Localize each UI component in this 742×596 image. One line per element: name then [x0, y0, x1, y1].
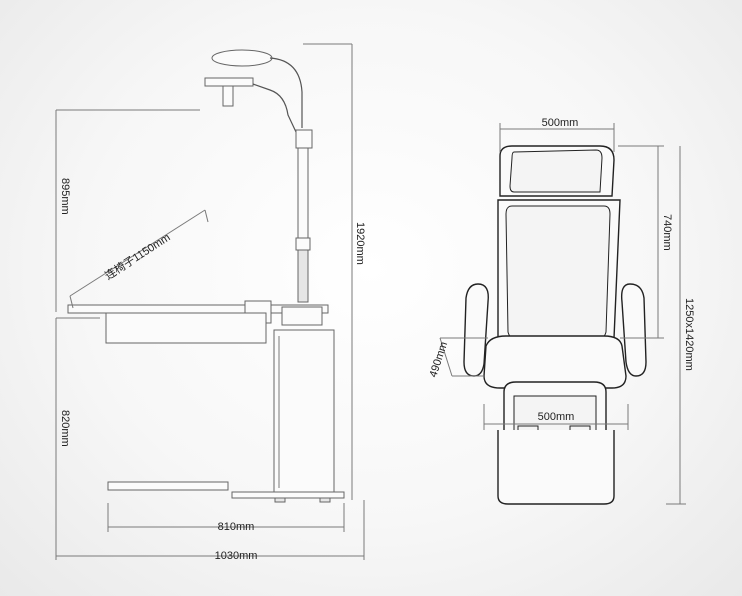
- column-joint: [295, 237, 311, 251]
- dim-left-height-upper: 895mm: [59, 178, 71, 215]
- chair-base: [497, 430, 615, 505]
- workstation-drawing: 895mm 820mm 连椅子1150mm 1920mm 810mm 1030m…: [55, 43, 366, 562]
- seat: [483, 335, 627, 389]
- right-armrest: [620, 283, 647, 377]
- workstation-dimension-lines: [55, 43, 365, 560]
- dim-base-width: 810mm: [218, 521, 255, 533]
- column-upper: [297, 147, 309, 239]
- left-armrest: [463, 283, 489, 377]
- base-plate: [231, 491, 345, 499]
- dim-total-width: 1030mm: [215, 550, 258, 562]
- dim-backrest-height: 740mm: [661, 214, 673, 251]
- base-foot-right: [319, 497, 331, 503]
- dim-left-height-lower: 820mm: [59, 410, 71, 447]
- dim-seat-width: 500mm: [538, 411, 575, 423]
- headrest-cushion: [509, 149, 603, 193]
- shelf-arm: [252, 83, 297, 133]
- instrument-shelf: [204, 77, 254, 87]
- column-head: [295, 129, 313, 149]
- dim-chair-width-top: 500mm: [542, 117, 579, 129]
- base-foot-left: [274, 497, 286, 503]
- backrest-cushion: [505, 205, 611, 341]
- shelf-bracket: [222, 85, 234, 107]
- chair-dimension-lines: [439, 123, 686, 505]
- column-lower: [297, 249, 309, 303]
- dim-total-height: 1920mm: [354, 222, 366, 265]
- dim-chair-link: 连椅子1150mm: [102, 230, 173, 283]
- table-drawer: [105, 312, 267, 344]
- chair-drawing: 500mm 740mm 1250x1420mm 490mm 500mm: [427, 117, 695, 505]
- table-lift: [281, 306, 323, 326]
- cabinet: [273, 329, 335, 494]
- foot-rest: [107, 481, 229, 491]
- lamp-arm: [269, 57, 303, 128]
- lamp-head: [211, 49, 273, 67]
- dim-chair-height-range: 1250x1420mm: [683, 298, 695, 371]
